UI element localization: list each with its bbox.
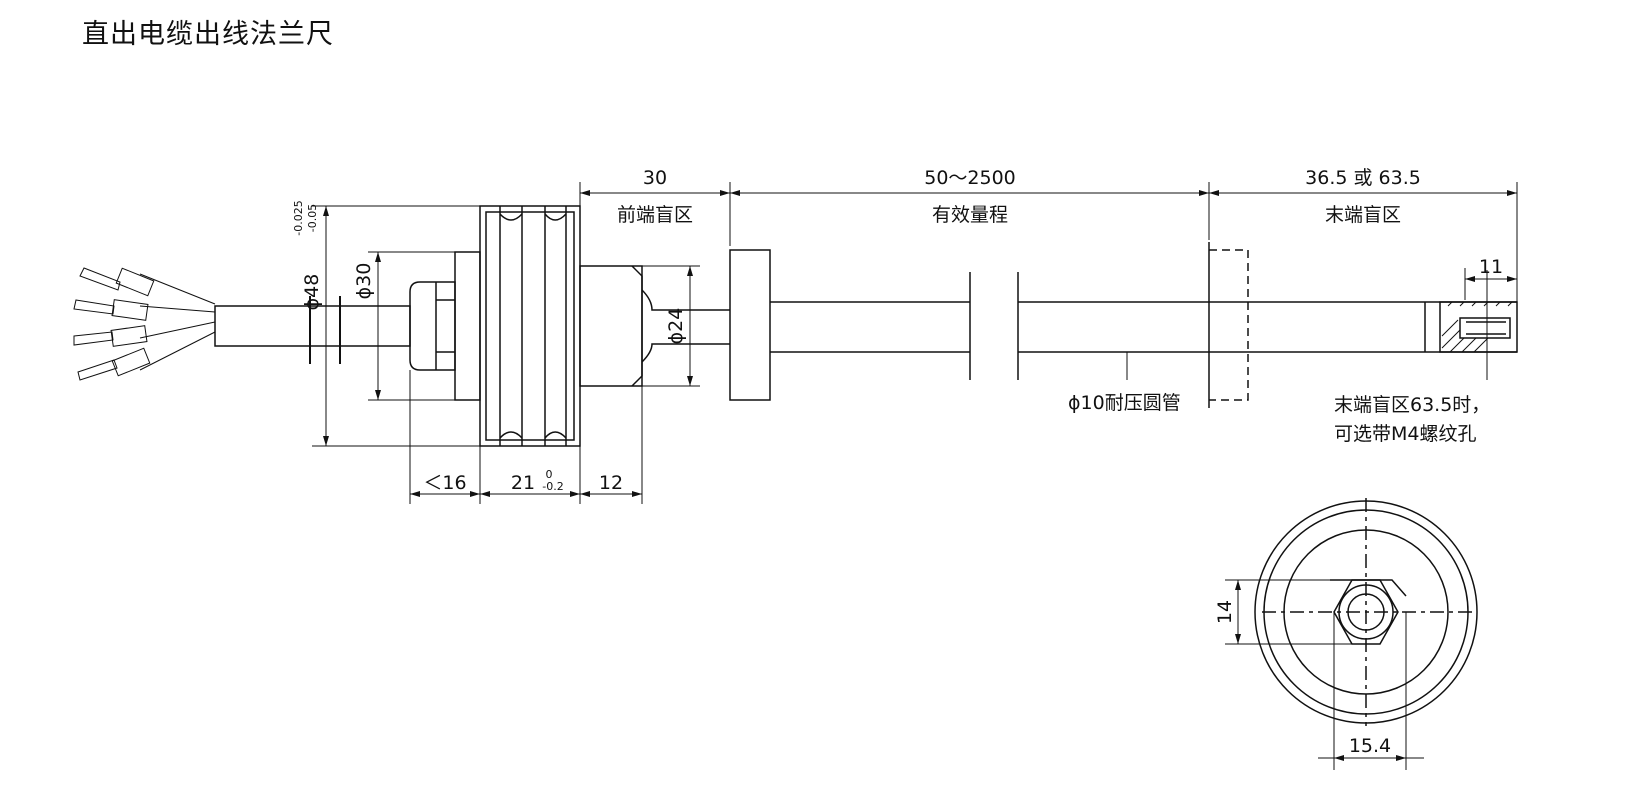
dim-neck-len: 12 bbox=[599, 472, 623, 494]
note-tube: ϕ10耐压圆管 bbox=[1068, 392, 1181, 414]
dim-flange-thk-tol-lower: -0.2 bbox=[542, 480, 563, 493]
dim-hex-across: 15.4 bbox=[1349, 735, 1391, 757]
dim-flange-dia: ϕ48 bbox=[301, 274, 323, 311]
main-flange bbox=[479, 205, 581, 447]
dim-neck-dia: ϕ24 bbox=[665, 308, 687, 345]
cable-leads bbox=[73, 267, 216, 381]
dim-front-blind: 30 bbox=[643, 167, 667, 189]
cable-gland bbox=[409, 251, 481, 401]
note-end-line1: 末端盲区63.5时， bbox=[1334, 394, 1490, 416]
dim-gland-len: ＜16 bbox=[423, 472, 466, 494]
dim-flange-dia-tol-upper: -0.025 bbox=[292, 200, 305, 235]
label-end-blind: 末端盲区 bbox=[1325, 204, 1401, 226]
dim-end-hole: 11 bbox=[1479, 256, 1503, 278]
page-title: 直出电缆出线法兰尺 bbox=[82, 19, 334, 50]
dim-hex-width: 14 bbox=[1214, 600, 1236, 624]
dimension-texts: 30 前端盲区 50～2500 有效量程 36.5 或 63.5 末端盲区 11… bbox=[292, 167, 1503, 494]
label-effective-range: 有效量程 bbox=[932, 204, 1008, 226]
end-view: 14 15.4 bbox=[1214, 498, 1478, 770]
dim-end-blind: 36.5 或 63.5 bbox=[1305, 167, 1421, 189]
dim-effective-range: 50～2500 bbox=[924, 167, 1016, 189]
pressure-tube bbox=[770, 242, 1517, 408]
label-front-blind: 前端盲区 bbox=[617, 204, 693, 226]
flange-neck bbox=[579, 265, 730, 387]
dim-flange-thk-tol-upper: 0 bbox=[546, 468, 553, 481]
note-end-line2: 可选带M4螺纹孔 bbox=[1334, 423, 1476, 445]
dim-flange-thk: 21 bbox=[511, 472, 535, 494]
dim-nut-dia: ϕ30 bbox=[353, 263, 375, 300]
tube-end bbox=[1424, 270, 1518, 380]
dimension-lines bbox=[312, 182, 1518, 504]
dim-flange-dia-tol-lower: -0.05 bbox=[306, 204, 319, 232]
magnet-ring bbox=[729, 249, 771, 401]
